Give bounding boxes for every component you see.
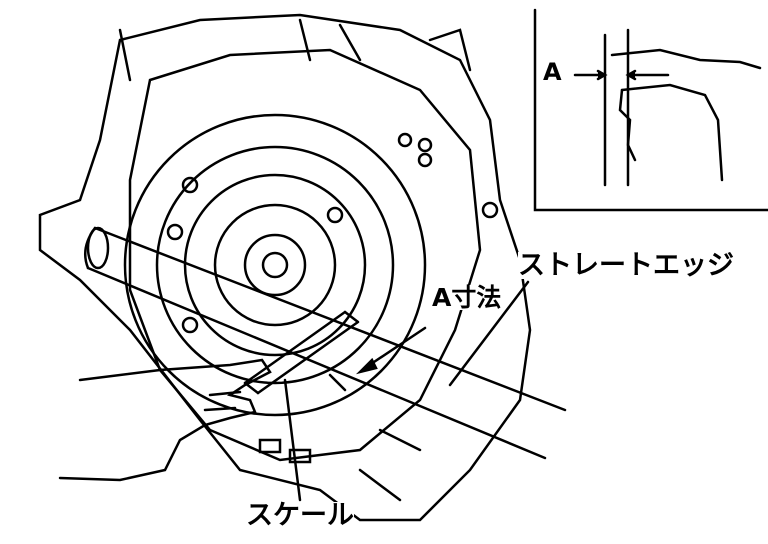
leader-lines xyxy=(283,280,530,502)
hand xyxy=(58,358,272,482)
inset-detail xyxy=(533,8,768,212)
straight-edge-label: ストレートエッジ xyxy=(518,250,734,281)
a-dimension-label: A寸法 xyxy=(432,283,502,312)
transmission-housing xyxy=(38,13,532,522)
scale-ruler xyxy=(243,310,360,395)
inset-a-label: A xyxy=(543,58,562,86)
scale-label: スケール xyxy=(246,500,354,531)
straight-edge xyxy=(83,226,567,460)
